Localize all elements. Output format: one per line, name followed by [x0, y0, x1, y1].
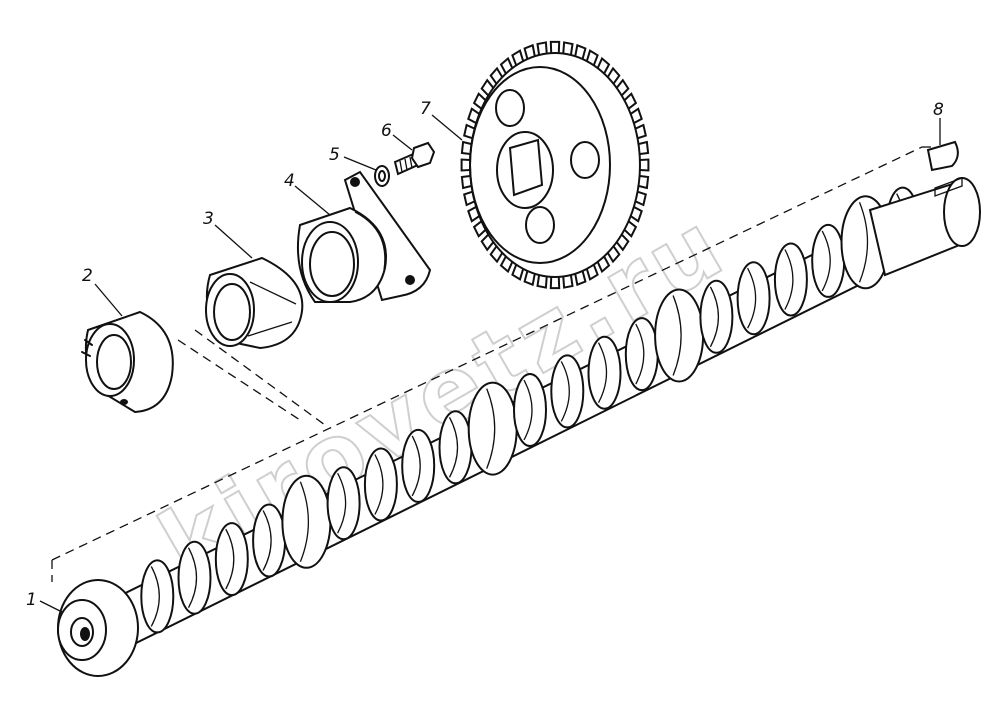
callout-8: 8: [933, 100, 944, 120]
camshaft-shading: [337, 472, 347, 534]
bolt-icon: [393, 141, 436, 176]
camshaft-journal: [467, 381, 518, 476]
thrust-flange-icon: [296, 170, 432, 303]
camshaft-shading: [448, 416, 459, 478]
camshaft-shading: [858, 202, 869, 283]
leader-lines: [39, 114, 941, 613]
camshaft-lobe: [773, 242, 808, 317]
camshaft-shading: [672, 295, 682, 376]
callout-3: 3: [203, 209, 214, 229]
camshaft-lobe: [363, 447, 398, 522]
camshaft-shading: [374, 454, 384, 515]
camshaft-lobe: [513, 373, 547, 447]
camshaft-shading: [225, 528, 235, 590]
lock-washer-icon: [374, 165, 390, 187]
camshaft-lobe: [811, 223, 846, 298]
woodruff-key-icon: [926, 140, 959, 172]
camshaft-shading: [597, 342, 608, 404]
callout-4: 4: [284, 171, 295, 191]
camshaft-lobe: [438, 410, 473, 485]
camshaft-shading: [784, 249, 794, 310]
camshaft-journal: [281, 474, 332, 569]
camshaft-shading: [486, 388, 496, 469]
camshaft-journal: [654, 288, 705, 383]
camshaft-lobe: [550, 354, 585, 429]
camshaft-shading: [560, 361, 570, 422]
callout-5: 5: [329, 145, 340, 165]
callouts: 1 2 3 4 5 6 7 8: [26, 99, 944, 610]
camshaft-lobe: [140, 559, 175, 634]
camshaft-shading: [747, 267, 757, 329]
sleeve-icon: [205, 256, 304, 350]
camshaft-shading: [262, 510, 272, 571]
camshaft-lobe: [252, 503, 287, 578]
camshaft-icon: [57, 177, 981, 677]
camshaft-lobe: [177, 540, 212, 615]
camshaft-shading: [299, 481, 310, 563]
camshaft-shading: [709, 286, 719, 348]
camshaft-lobe: [401, 428, 436, 503]
camshaft-shading: [635, 323, 645, 385]
camshaft-lobe: [699, 279, 734, 354]
camshaft-shading: [187, 547, 198, 609]
callout-1: 1: [26, 590, 37, 610]
bushing-icon: [81, 310, 174, 414]
camshaft-lobe: [326, 466, 361, 541]
camshaft-lobe: [587, 335, 622, 410]
camshaft-shading: [821, 230, 831, 292]
camshaft-shading: [523, 379, 533, 441]
camshaft-shading: [150, 566, 160, 627]
camshaft-lobe: [214, 522, 249, 597]
alignment-lines: [51, 146, 935, 582]
camshaft-lobe: [624, 317, 659, 392]
callout-7: 7: [420, 99, 431, 119]
callout-6: 6: [381, 121, 392, 141]
camshaft-lobe: [736, 261, 771, 336]
callout-2: 2: [82, 266, 93, 286]
cam-gear-icon: [460, 40, 650, 290]
camshaft-shading: [411, 435, 421, 497]
